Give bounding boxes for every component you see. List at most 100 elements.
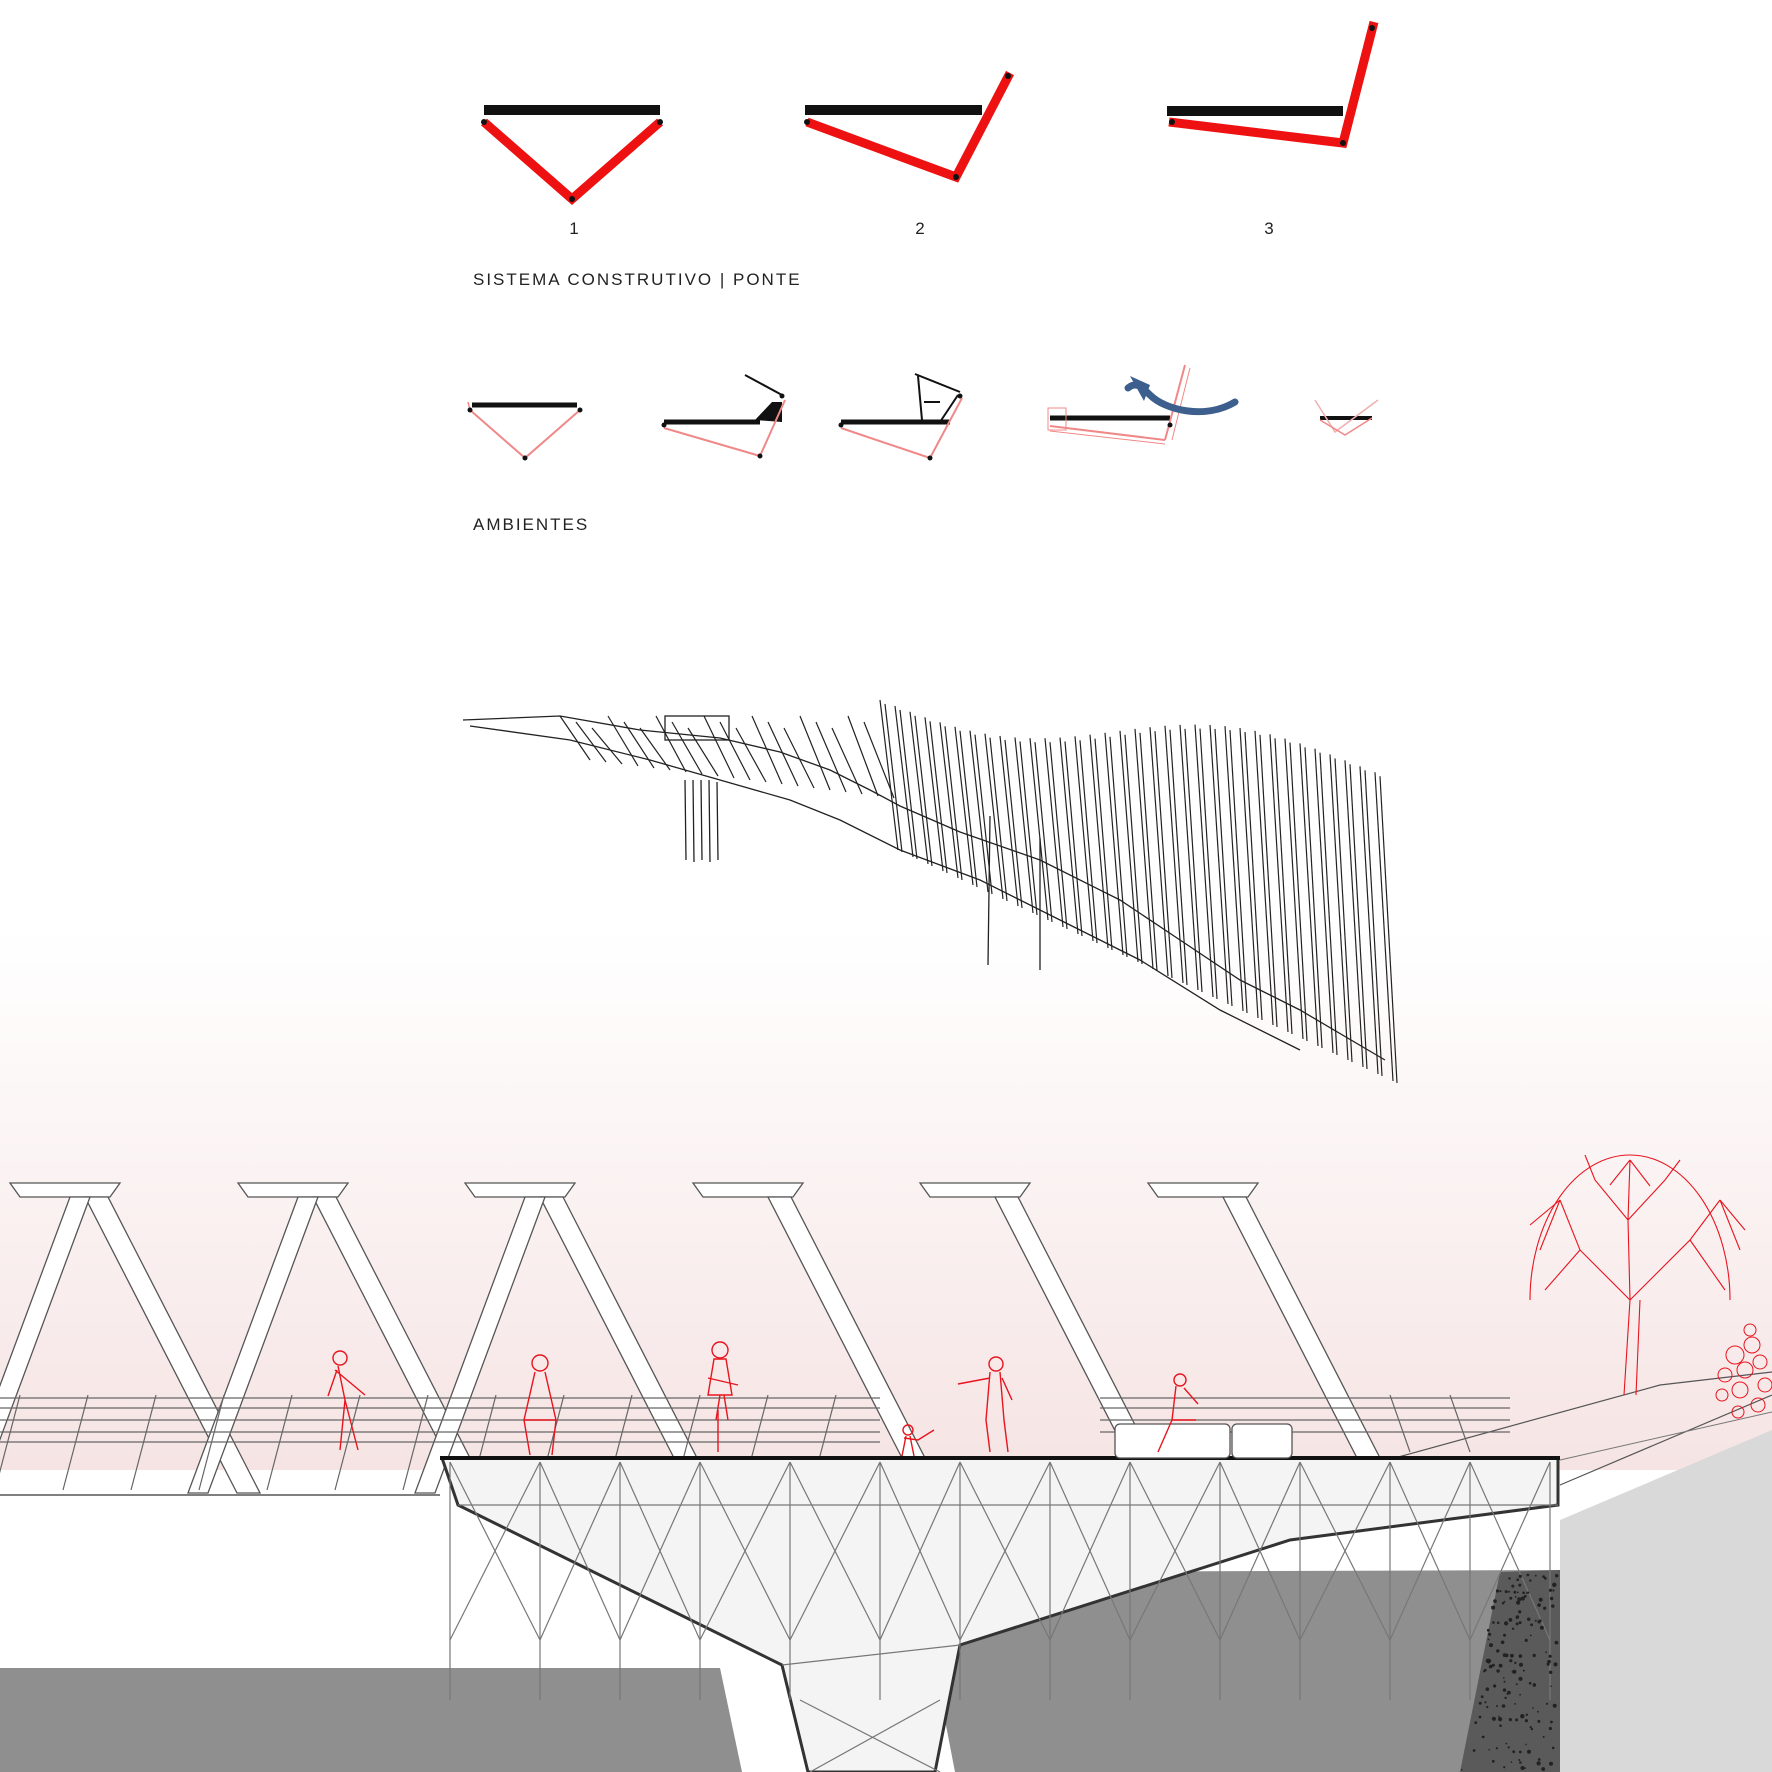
texture-dot <box>1548 1588 1553 1592</box>
path-line <box>1379 1371 1772 1463</box>
bridge-sketch-fins <box>559 699 1398 1084</box>
sketch-fin <box>735 727 767 783</box>
sketch-fin <box>1284 738 1304 1040</box>
texture-dot <box>1495 1589 1500 1593</box>
sketch-fin <box>914 715 933 867</box>
texture-dot <box>1503 1600 1506 1603</box>
texture-dot <box>1488 1632 1492 1636</box>
texture-dot <box>1549 1761 1553 1766</box>
texture-dot <box>1550 1720 1553 1724</box>
sketch-fin <box>1314 748 1334 1054</box>
truss-diagonal <box>1469 1461 1551 1641</box>
texture-dot <box>1519 1693 1521 1696</box>
texture-dot <box>1514 1596 1517 1598</box>
texture-dot <box>1478 1701 1482 1705</box>
sketch-fin <box>974 734 993 895</box>
railing-post <box>130 1394 157 1491</box>
ground-line <box>1559 1394 1772 1486</box>
person-pointing <box>957 1356 1013 1453</box>
sketch-fin <box>1149 727 1169 977</box>
truss-diagonal <box>539 1461 621 1641</box>
texture-dot <box>1522 1669 1525 1672</box>
railing-post <box>402 1394 429 1491</box>
sketch-fin <box>1274 738 1293 1035</box>
sketch-fin <box>1214 728 1233 1007</box>
railing-post <box>334 1394 361 1491</box>
texture-dot <box>1505 1742 1508 1745</box>
texture-dot <box>1534 1619 1537 1622</box>
texture-dot <box>1508 1590 1511 1593</box>
texture-dot <box>1534 1574 1537 1577</box>
person-child <box>901 1424 935 1457</box>
texture-dot <box>1491 1605 1496 1610</box>
texture-dot <box>1510 1653 1514 1658</box>
texture-dot <box>1530 1727 1534 1731</box>
sketch-fin <box>1134 728 1154 970</box>
person-cyclist <box>707 1341 739 1452</box>
texture-dot <box>1514 1703 1516 1705</box>
texture-dot <box>1503 1766 1506 1769</box>
ambiente-diagram-2 <box>661 374 786 459</box>
bench-1 <box>1114 1423 1231 1459</box>
texture-dot <box>1527 1749 1531 1754</box>
texture-dot <box>1502 1688 1507 1692</box>
sketch-fin <box>1254 730 1274 1026</box>
texture-dot <box>1506 1693 1509 1695</box>
texture-dot <box>1516 1578 1519 1581</box>
texture-dot <box>1501 1704 1506 1708</box>
sketch-fin <box>1259 734 1278 1028</box>
sketch-fin <box>1094 738 1113 951</box>
texture-dot <box>1498 1663 1503 1668</box>
section-title-ambientes: AMBIENTES <box>473 515 590 534</box>
texture-dot <box>1504 1590 1508 1594</box>
pylon-arm <box>187 1196 319 1494</box>
texture-dot <box>1498 1717 1503 1722</box>
texture-dot <box>1529 1726 1532 1729</box>
sketch-fin <box>1199 728 1218 1000</box>
railing-post <box>198 1394 225 1491</box>
bench-2 <box>1231 1423 1293 1459</box>
texture-dot <box>1537 1603 1541 1607</box>
sketch-fin <box>623 721 655 769</box>
texture-dot <box>1496 1621 1500 1625</box>
sketch-fin <box>591 727 623 765</box>
sketch-fin <box>1364 770 1383 1077</box>
ambiente-diagram-3 <box>838 373 963 461</box>
sketch-fin <box>719 721 751 781</box>
texture-dot <box>1501 1601 1505 1605</box>
sketch-fin <box>1059 737 1079 935</box>
texture-dot <box>1514 1661 1517 1665</box>
sketch-fin <box>909 711 929 865</box>
texture-dot <box>1518 1676 1523 1681</box>
railing-post <box>1389 1394 1411 1453</box>
sketch-fin <box>924 717 944 872</box>
sketch-fin <box>1179 724 1199 991</box>
sketch-fin <box>879 699 899 851</box>
texture-dot <box>1526 1573 1530 1577</box>
texture-dot <box>1484 1701 1487 1704</box>
texture-dot <box>1543 1606 1547 1610</box>
texture-dot <box>1550 1685 1552 1687</box>
sketch-fin <box>1349 764 1368 1070</box>
sketch-fin <box>1064 741 1083 937</box>
texture-dot <box>1525 1713 1529 1717</box>
person-leaning <box>327 1350 366 1451</box>
texture-dot <box>1554 1640 1559 1645</box>
person-standing <box>523 1354 557 1456</box>
sketch-fin <box>969 730 989 893</box>
sketch-fin <box>1089 734 1109 949</box>
step-number-1: 1 <box>569 219 579 238</box>
texture-dot <box>1532 1707 1534 1709</box>
texture-dot <box>1516 1591 1519 1594</box>
texture-dot <box>1485 1687 1490 1691</box>
texture-dot <box>1499 1724 1502 1727</box>
texture-dot <box>1549 1596 1554 1601</box>
sketch-fin <box>655 715 687 773</box>
sketch-fin <box>1014 737 1034 914</box>
texture-dot <box>1528 1681 1532 1685</box>
texture-dot <box>1522 1591 1525 1595</box>
texture-dot <box>1546 1663 1549 1666</box>
sketch-fin <box>703 715 735 779</box>
sketch-fin <box>1154 731 1173 979</box>
texture-dot <box>1551 1746 1555 1750</box>
